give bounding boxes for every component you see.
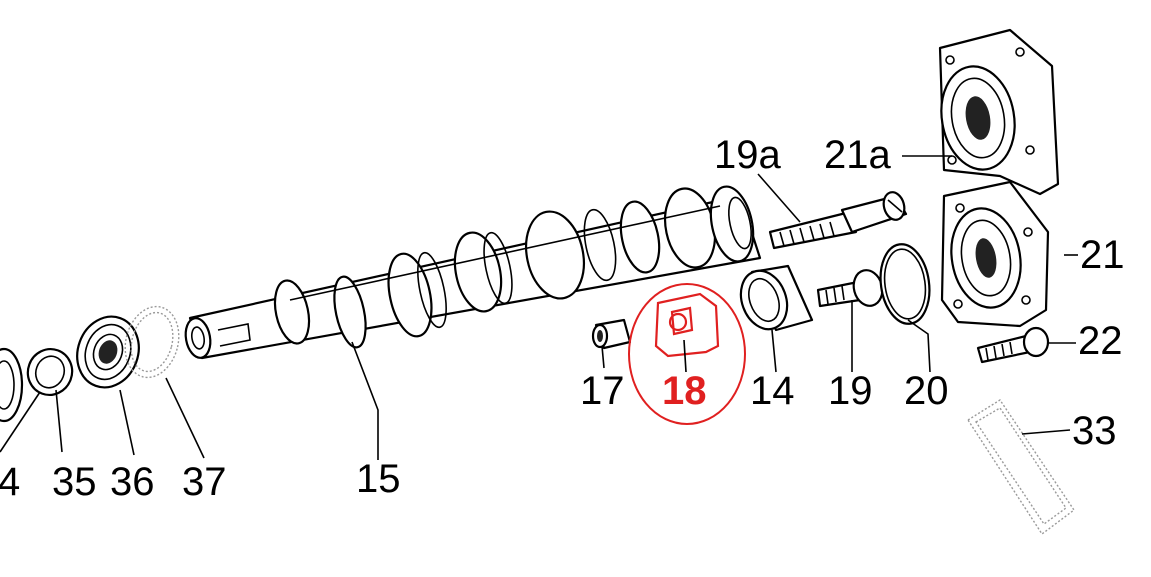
label-36: 36 <box>110 460 155 504</box>
label-21a: 21a <box>824 133 891 177</box>
label-18: 18 <box>662 369 707 413</box>
part-33-ghost-key <box>967 399 1075 536</box>
label-22: 22 <box>1078 319 1123 363</box>
part-15-shaft <box>184 185 762 360</box>
part-22-screw <box>976 326 1050 364</box>
part-21a-flange <box>938 28 1060 196</box>
part-17-bushing <box>591 318 632 350</box>
part-4 <box>0 347 24 423</box>
part-18-clip-highlighted <box>628 283 746 425</box>
label-37: 37 <box>182 460 227 504</box>
part-21-flange <box>940 180 1050 328</box>
label-33: 33 <box>1072 409 1117 453</box>
label-21: 21 <box>1080 233 1125 277</box>
label-20: 20 <box>904 369 949 413</box>
label-19: 19 <box>828 369 873 413</box>
label-35: 35 <box>52 460 97 504</box>
label-17: 17 <box>580 369 625 413</box>
part-20-oring <box>879 243 931 325</box>
part-19a-spindle <box>768 191 908 250</box>
part-14-sleeve <box>739 264 814 332</box>
label-19a: 19a <box>714 133 781 177</box>
label-14: 14 <box>750 369 795 413</box>
part-37-ghost-ring <box>124 305 180 379</box>
label-4: 4 <box>0 460 20 504</box>
part-35-ring <box>26 348 74 396</box>
label-15: 15 <box>356 457 401 501</box>
leader-lines <box>0 155 1078 460</box>
part-36-bearing <box>76 315 140 389</box>
